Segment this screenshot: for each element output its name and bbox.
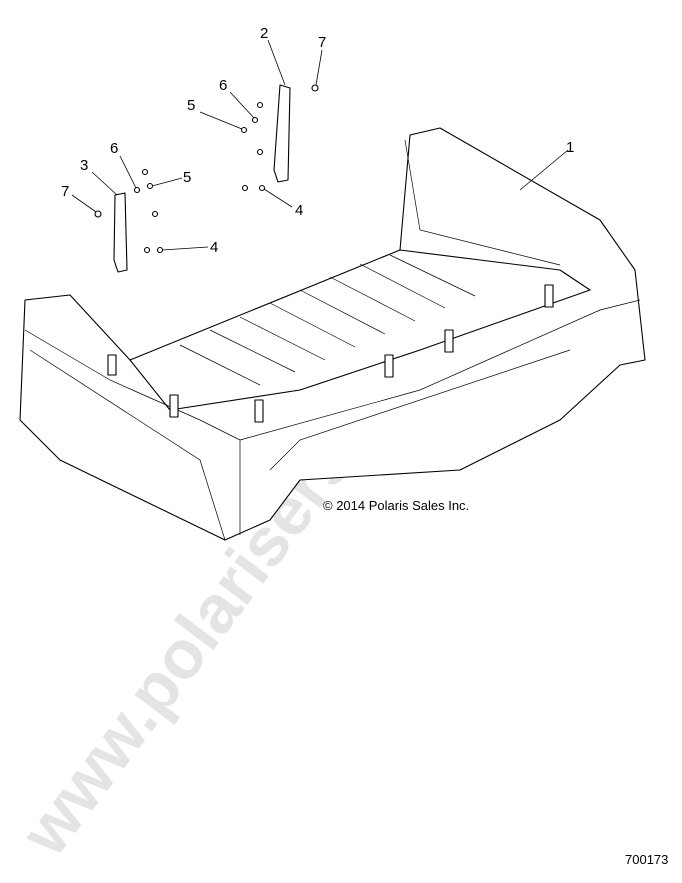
bracket-2 — [273, 84, 291, 183]
tie-down-hooks — [107, 284, 554, 423]
callout-4: 4 — [210, 239, 218, 256]
leader-lines — [71, 39, 569, 251]
callout-7: 7 — [318, 34, 326, 51]
callout-2: 2 — [260, 25, 268, 42]
cargo-box — [19, 127, 646, 541]
copyright: © 2014 Polaris Sales Inc. — [323, 498, 469, 513]
callout-7: 7 — [61, 183, 69, 200]
bracket-3 — [113, 192, 128, 273]
callout-6: 6 — [219, 77, 227, 94]
callout-6: 6 — [110, 140, 118, 157]
callout-5: 5 — [187, 97, 195, 114]
callout-5: 5 — [183, 169, 191, 186]
floor-ribs — [179, 254, 476, 386]
callout-3: 3 — [80, 157, 88, 174]
callout-1: 1 — [566, 139, 574, 156]
diagram-number: 700173 — [625, 852, 668, 867]
callout-labels: 1 2 7 6 5 6 3 5 7 4 4 — [61, 25, 574, 256]
fasteners — [94, 84, 319, 254]
callout-4: 4 — [295, 202, 303, 219]
